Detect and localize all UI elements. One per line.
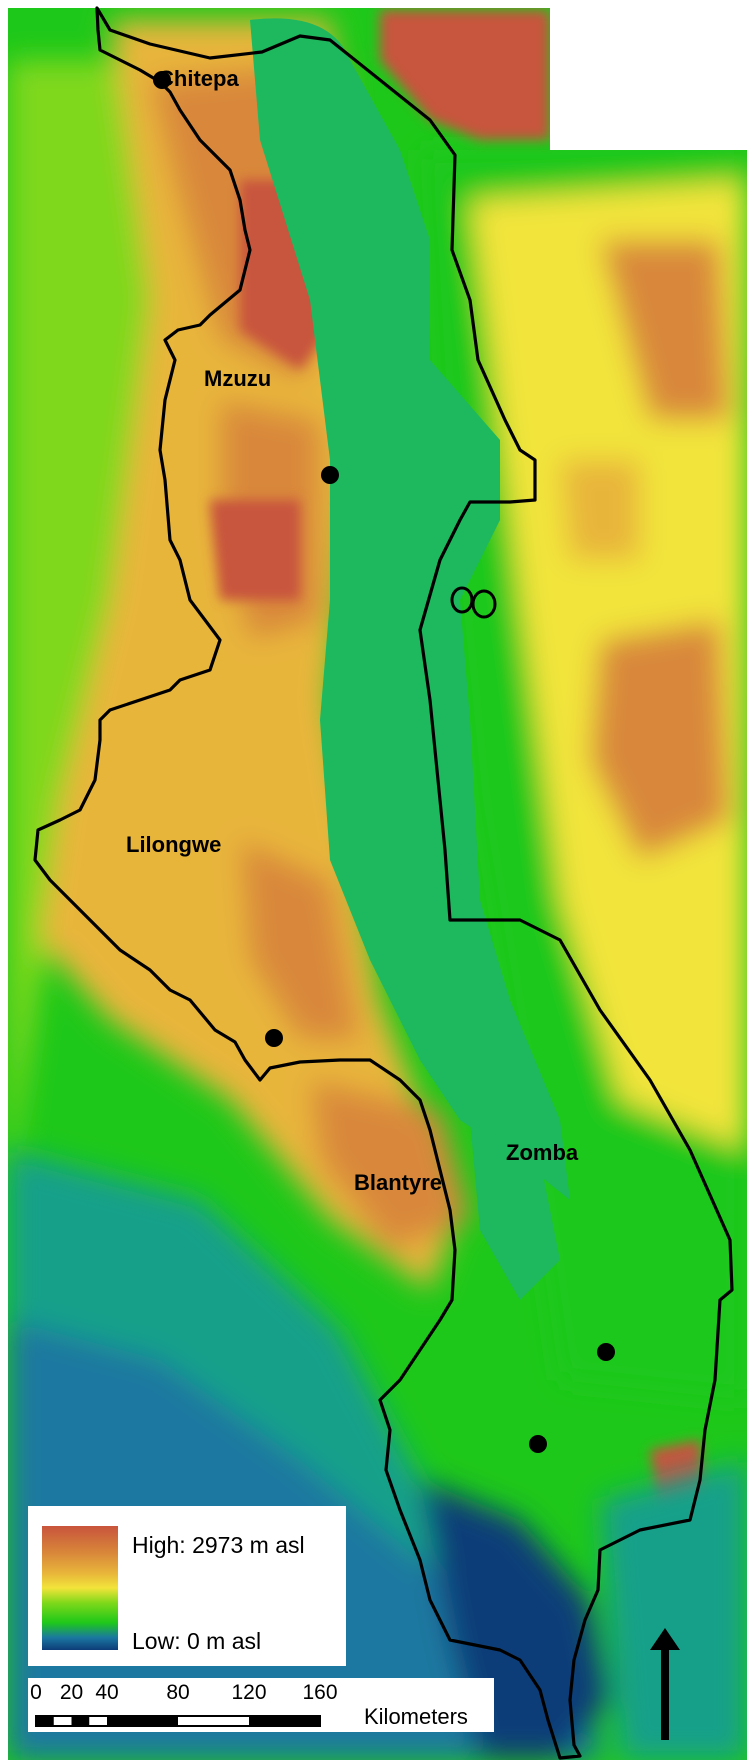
city-dot-lilongwe bbox=[265, 1029, 283, 1047]
city-label-chitepa: Chitepa bbox=[158, 66, 239, 91]
scale-tick-label: 20 bbox=[59, 1681, 84, 1704]
city-dot-chitepa bbox=[153, 71, 171, 89]
elevation-legend: High: 2973 m asl Low: 0 m asl bbox=[28, 1506, 346, 1666]
scale-tick-label: 40 bbox=[95, 1681, 119, 1704]
legend-low-label: Low: 0 m asl bbox=[132, 1628, 262, 1654]
city-label-lilongwe: Lilongwe bbox=[126, 832, 222, 857]
city-dot-mzuzu bbox=[321, 466, 339, 484]
scale-tick-label: 0 bbox=[30, 1681, 42, 1704]
city-dot-zomba bbox=[597, 1343, 615, 1361]
scale-tick-label: 160 bbox=[302, 1681, 338, 1704]
scale-bar: 0 20 40 80 120 160 Kilometers bbox=[28, 1678, 494, 1732]
city-label-zomba: Zomba bbox=[506, 1140, 579, 1165]
legend-high-label: High: 2973 m asl bbox=[132, 1532, 305, 1558]
city-label-mzuzu: Mzuzu bbox=[204, 366, 272, 391]
city-label-blantyre: Blantyre bbox=[354, 1170, 443, 1195]
scale-unit-label: Kilometers bbox=[364, 1704, 468, 1729]
scale-bar-segment bbox=[107, 1716, 178, 1726]
scale-tick-label: 80 bbox=[166, 1681, 190, 1704]
north-arrow-icon bbox=[650, 1628, 680, 1740]
scale-bar-segment bbox=[71, 1716, 90, 1726]
country-boundary bbox=[33, 6, 734, 1760]
elevation-color-ramp bbox=[42, 1526, 118, 1650]
scale-bar-segment bbox=[249, 1716, 320, 1726]
scale-tick-label: 120 bbox=[231, 1681, 267, 1704]
chizumulu-island-outline bbox=[471, 589, 497, 619]
city-dot-blantyre bbox=[529, 1435, 547, 1453]
scale-bar-graphic bbox=[35, 1715, 321, 1727]
scale-bar-segment bbox=[36, 1716, 54, 1726]
